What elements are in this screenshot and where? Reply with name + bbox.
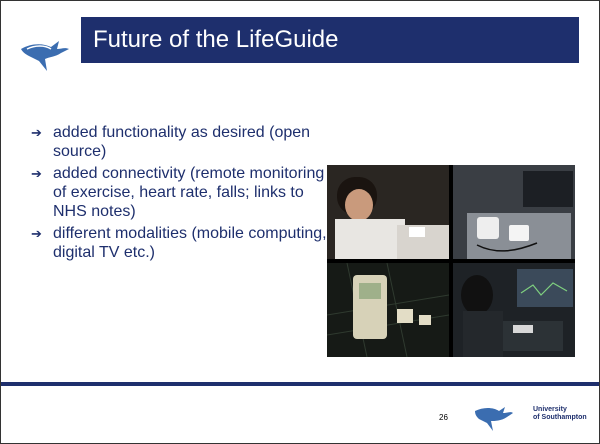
footer-divider <box>1 382 599 386</box>
arrow-bullet-icon: ➔ <box>31 166 42 181</box>
dolphin-logo-icon <box>21 41 69 71</box>
photo-man-at-laptop <box>453 263 575 357</box>
photo-devices-on-desk <box>453 165 575 259</box>
arrow-bullet-icon: ➔ <box>31 125 42 140</box>
bullet-item: ➔ added functionality as desired (open s… <box>31 123 331 161</box>
photo-woman-with-device <box>327 165 449 259</box>
university-southampton-logo-icon <box>475 407 513 431</box>
university-line2: of Southampton <box>533 414 587 421</box>
bullet-text: added connectivity (remote monitoring of… <box>53 165 325 220</box>
bullet-item: ➔ added connectivity (remote monitoring … <box>31 164 331 221</box>
slide-title: Future of the LifeGuide <box>81 17 579 63</box>
bullet-list: ➔ added functionality as desired (open s… <box>31 123 331 265</box>
page-number: 26 <box>439 413 448 422</box>
photo-handheld-device <box>327 262 450 357</box>
bullet-text: different modalities (mobile computing, … <box>53 225 327 261</box>
bullet-text: added functionality as desired (open sou… <box>53 124 311 160</box>
university-line1: University <box>533 406 567 413</box>
bullet-item: ➔ different modalities (mobile computing… <box>31 224 331 262</box>
arrow-bullet-icon: ➔ <box>31 226 42 241</box>
university-name: University of Southampton <box>533 406 587 422</box>
photo-collage <box>327 165 575 357</box>
